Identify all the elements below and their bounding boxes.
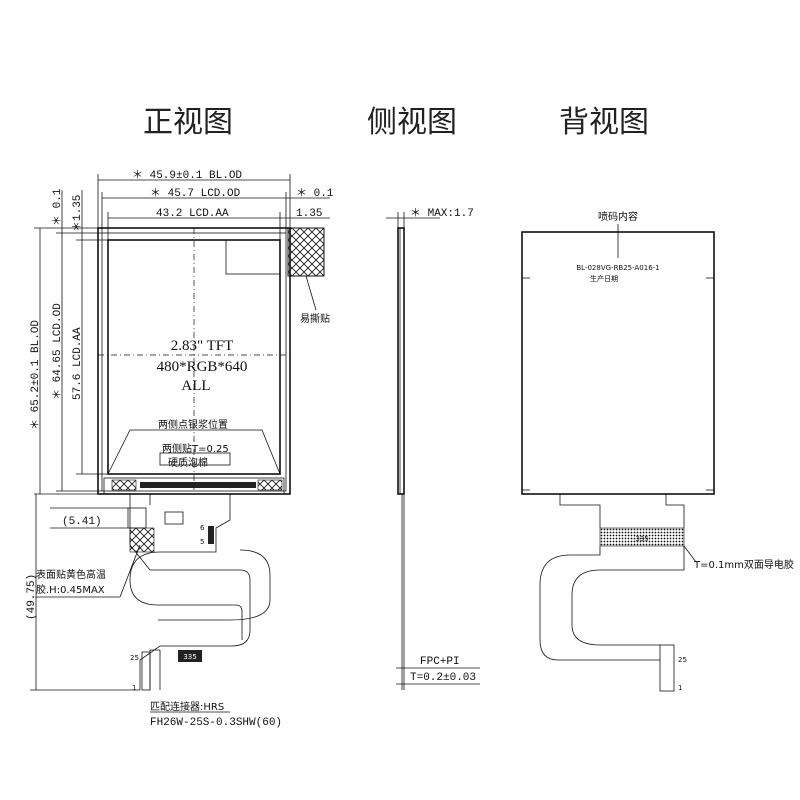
module-side-profile (397, 227, 405, 495)
dim-tolerance-01: ＊ 0.1 (296, 187, 334, 200)
dim-v-01: ＊ 0.1 (51, 188, 64, 226)
easy-peel-sticker (287, 227, 325, 277)
svg-text:25: 25 (678, 656, 687, 664)
active-area (107, 239, 281, 475)
kapton-label-1: 表面贴黄色高温 (36, 568, 106, 581)
code-line-2: 生产日期 (590, 274, 618, 283)
fpc-thickness-label: T=0.2±0.03 (410, 672, 476, 684)
dim-lcd-aa-width: 43.2 LCD.AA (156, 208, 229, 220)
print-content-label: 喷码内容 (598, 210, 638, 223)
foam-label: 硬质泡棉 (168, 456, 208, 469)
label-area (225, 239, 281, 275)
front-view-title: 正视图 (143, 105, 233, 140)
dim-bl-od-height: ＊ 65.2±0.1 BL.OD (29, 320, 42, 430)
svg-text:1: 1 (678, 684, 682, 692)
view-text: ALL (181, 378, 210, 394)
svg-text:5: 5 (200, 538, 204, 546)
kapton-tape (129, 527, 155, 553)
fpc-pi-label: FPC+PI (420, 656, 460, 668)
svg-text:6: 6 (200, 524, 205, 532)
conductive-tape (599, 527, 685, 547)
tape-label: 两侧贴T=0.25 (162, 442, 229, 455)
back-view: 喷码内容 BL-028VG-RB25-A016-1 生产日期 335 25 1 … (521, 210, 794, 692)
connector-label-2: FH26W-25S-0.3SHW(60) (150, 717, 282, 729)
side-view: ＊ MAX:1.7 FPC+PI T=0.2±0.03 (386, 207, 480, 690)
back-connector (659, 644, 675, 692)
panel-size-text: 2.83" TFT (171, 338, 234, 354)
dim-541: (5.41) (62, 516, 102, 528)
silver-paste-label: 两侧点银浆位置 (158, 418, 228, 431)
conductive-tape-label: T=0.1mm双面导电胶 (693, 558, 794, 571)
connector-label-1: 匹配连接器:HRS (150, 700, 224, 713)
dim-v-135: ＊1.35 (71, 195, 84, 232)
max-thickness-label: ＊ MAX:1.7 (410, 207, 474, 220)
peel-sticker-label: 易撕贴 (300, 312, 330, 325)
side-view-title: 侧视图 (367, 105, 457, 140)
svg-text:1: 1 (132, 684, 136, 692)
front-view: 易撕贴 2.83" TFT 480*RGB*640 ALL 两侧点银浆位置 两侧… (26, 169, 334, 729)
dim-135-right: 1.35 (296, 208, 322, 220)
code-line-1: BL-028VG-RB25-A016-1 (576, 264, 659, 272)
svg-text:335: 335 (183, 653, 196, 661)
dim-lcd-od-width: ＊ 45.7 LCD.OD (150, 187, 241, 200)
back-view-title: 背视图 (559, 105, 649, 140)
dim-4975: (49.75) (26, 574, 38, 620)
svg-text:25: 25 (130, 654, 139, 662)
svg-text:335: 335 (635, 535, 648, 543)
kapton-label-2: 胶.H:0.45MAX (36, 583, 105, 596)
dim-lcd-aa-height: 57.6 LCD.AA (72, 327, 84, 400)
dim-lcd-od-height: ＊ 64.65 LCD.OD (51, 303, 64, 400)
dim-bl-od-width: ＊ 45.9±0.1 BL.OD (132, 169, 242, 182)
fpc-chip (178, 650, 202, 662)
resolution-text: 480*RGB*640 (157, 359, 248, 375)
